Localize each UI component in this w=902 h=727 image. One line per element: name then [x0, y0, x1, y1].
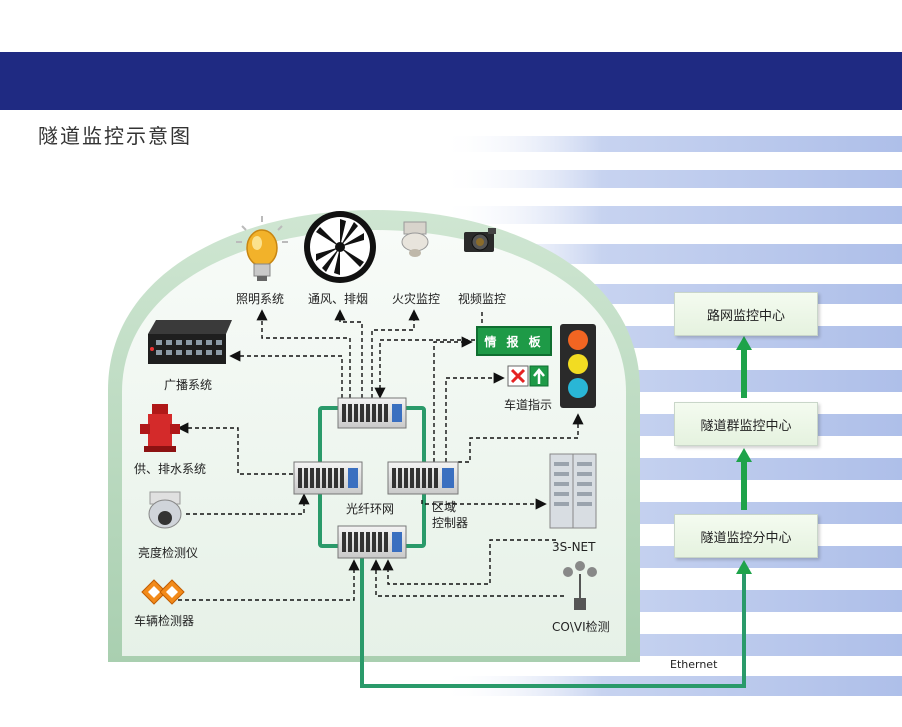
brightness-label: 亮度检测仪: [138, 546, 199, 560]
vehicle-label: 车辆检测器: [134, 614, 195, 628]
tunnel-inner: [122, 230, 626, 656]
lane-label: 车道指示: [504, 398, 553, 412]
lane-indicator-icon: [507, 365, 549, 387]
tunnel-group-center: 隧道群监控中心: [674, 402, 818, 446]
vehicle-detector-icon: [141, 579, 185, 605]
smoke-detector-icon: [401, 221, 429, 257]
covi-sensor-icon: [563, 561, 597, 610]
broadcast-device-icon: [148, 320, 232, 364]
center-arrows: [736, 336, 752, 574]
page-title: 隧道监控示意图: [38, 124, 192, 148]
controller-left: [293, 461, 363, 495]
ethernet-label: Ethernet: [670, 658, 718, 671]
lighting-label: 照明系统: [236, 292, 285, 306]
regional-controller-label-1: 区域: [432, 500, 457, 514]
tunnel-sub-center: 隧道监控分中心: [674, 514, 818, 558]
network-cabinet-icon: [549, 453, 597, 529]
video-label: 视频监控: [458, 292, 507, 306]
controller-bottom: [337, 525, 407, 559]
water-label: 供、排水系统: [134, 462, 207, 476]
brightness-detector-icon: [148, 491, 182, 529]
fan-icon: [304, 211, 376, 283]
road-network-center: 路网监控中心: [674, 292, 818, 336]
covi-label: CO\VI检测: [552, 620, 610, 634]
controller-right: [387, 461, 459, 495]
fire-label: 火灾监控: [392, 292, 441, 306]
net-label: 3S-NET: [552, 540, 596, 554]
ethernet-line: [360, 548, 746, 688]
lightbulb-icon: [236, 216, 288, 281]
info-board: 情 报 板: [476, 326, 552, 356]
camera-icon: [464, 228, 496, 252]
fire-hydrant-icon: [140, 404, 180, 452]
controller-top: [337, 397, 407, 429]
traffic-light-icon: [560, 324, 596, 408]
regional-controller-label-2: 控制器: [432, 516, 469, 530]
broadcast-label: 广播系统: [164, 378, 213, 392]
dashed-connections: [177, 309, 584, 601]
ventilation-label: 通风、排烟: [308, 292, 369, 306]
fiber-ring-label: 光纤环网: [346, 502, 395, 516]
header-bar: [0, 52, 902, 110]
